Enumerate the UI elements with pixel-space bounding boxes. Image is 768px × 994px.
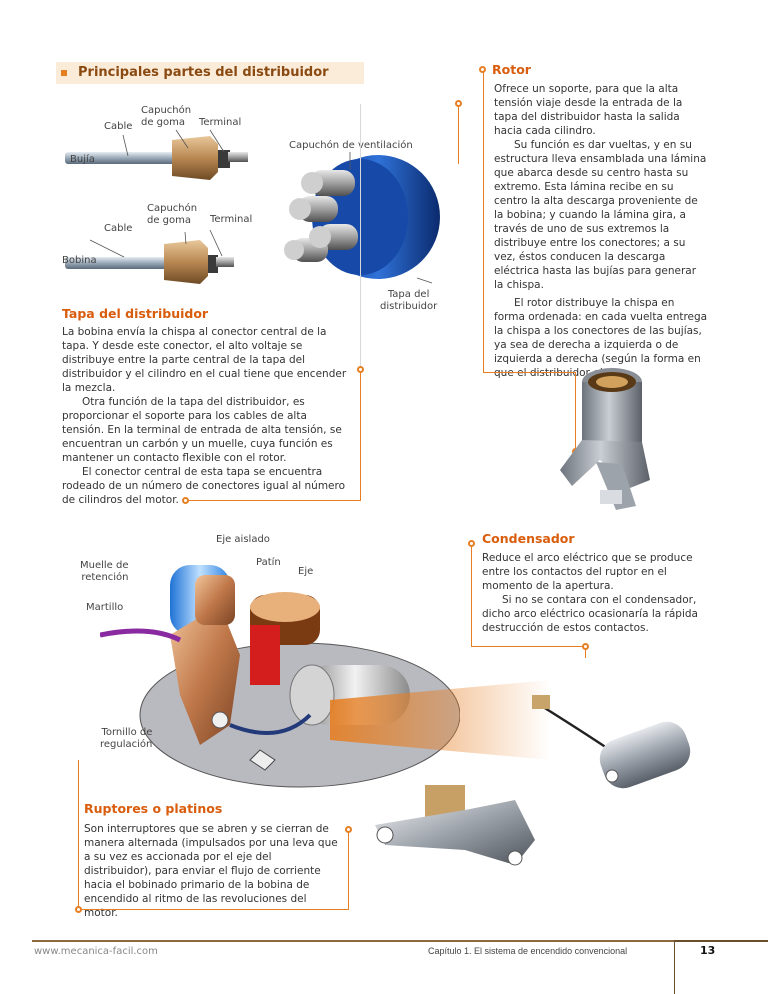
boot-mid (164, 240, 208, 284)
rotor-paragraph-3: El rotor distribuye la chispa en forma o… (494, 297, 708, 379)
connector-dot (182, 497, 189, 504)
connector-dot (345, 826, 352, 833)
connector-dot (582, 643, 589, 650)
connector-dot (455, 100, 462, 107)
label-eje: Eje (298, 566, 314, 577)
platinos-image (375, 785, 535, 866)
page-title: Principales partes del distribuidor (78, 65, 329, 80)
label-bujia: Bujía (70, 154, 95, 165)
connector-line (78, 760, 79, 910)
connector-line (360, 104, 361, 370)
condensador-paragraph-1: Reduce el arco eléctrico que se produce … (482, 552, 693, 592)
label-capuchon-mid: Capuchón de goma (147, 203, 198, 226)
rotor-heading-dot (479, 66, 486, 73)
page-number: 13 (700, 944, 716, 957)
title-bar (56, 62, 364, 84)
footer-website[interactable]: www.mecanica-facil.com (34, 946, 158, 957)
condensador-paragraph-2: Si no se contara con el condensador, dic… (482, 594, 698, 634)
label-patin: Patín (256, 557, 281, 568)
highlight-beam (330, 680, 550, 760)
rotor-text: Ofrece un soporte, para que la alta tens… (480, 82, 708, 380)
label-cable-mid: Cable (104, 223, 133, 234)
connector-line (483, 72, 484, 372)
connector-line (185, 500, 361, 501)
ruptores-paragraph-1: Son interruptores que se abren y se cier… (84, 823, 338, 919)
tapa-paragraph-2: Otra función de la tapa del distribuidor… (62, 396, 342, 464)
wire-mid (65, 257, 177, 269)
rotor-paragraph-1: Ofrece un soporte, para que la alta tens… (494, 83, 683, 137)
label-martillo: Martillo (86, 602, 124, 613)
terminal-mid (216, 257, 234, 267)
label-cable-top: Cable (104, 121, 133, 132)
tapa-paragraph-1: La bobina envía la chispa al conector ce… (62, 326, 347, 394)
connector-dot (357, 366, 364, 373)
connector-line (483, 372, 575, 373)
ruptores-text: Son interruptores que se abren y se cier… (84, 822, 342, 920)
connector-line (348, 830, 349, 910)
boot-top (172, 136, 218, 180)
condensador-text: Reduce el arco eléctrico que se produce … (482, 551, 710, 635)
wire-top (65, 152, 185, 164)
label-capuchon-top: Capuchón de goma (141, 105, 192, 128)
label-terminal-mid: Terminal (210, 214, 253, 225)
title-bullet-icon (61, 70, 67, 76)
connector-line (471, 546, 472, 646)
label-terminal-top: Terminal (199, 117, 242, 128)
tapa-text: La bobina envía la chispa al conector ce… (62, 325, 352, 507)
ruptores-heading: Ruptores o platinos (84, 801, 223, 816)
connector-line (585, 646, 586, 658)
footer-rule (32, 940, 674, 942)
label-tornillo: Tornillo de regulación (100, 727, 153, 750)
label-capuchon-ventilacion: Capuchón de ventilación (289, 140, 413, 151)
condensador-heading: Condensador (482, 531, 575, 546)
ruptor-diagram (100, 565, 460, 788)
footer-chapter: Capítulo 1. El sistema de encendido conv… (428, 946, 628, 956)
condensador-image (532, 695, 691, 789)
tapa-heading: Tapa del distribuidor (62, 306, 209, 321)
rotor-image (560, 368, 650, 510)
label-bobina: Bobina (62, 255, 97, 266)
footer-rule-right (674, 940, 768, 942)
connector-line (458, 104, 459, 164)
connector-line (360, 370, 361, 500)
connector-line (471, 646, 585, 647)
terminal-top (228, 152, 248, 162)
rotor-paragraph-2: Su función es dar vueltas, y en su estru… (494, 139, 707, 291)
connector-line (78, 909, 348, 910)
connector-dot (75, 906, 82, 913)
label-tapa: Tapa del distribuidor (380, 289, 438, 312)
label-muelle: Muelle de retención (80, 560, 129, 583)
label-eje-aislado: Eje aislado (216, 534, 270, 545)
rotor-heading: Rotor (492, 62, 531, 77)
footer-divider (674, 940, 675, 994)
connector-line (575, 372, 576, 452)
tapa-paragraph-3: El conector central de esta tapa se encu… (62, 466, 346, 506)
